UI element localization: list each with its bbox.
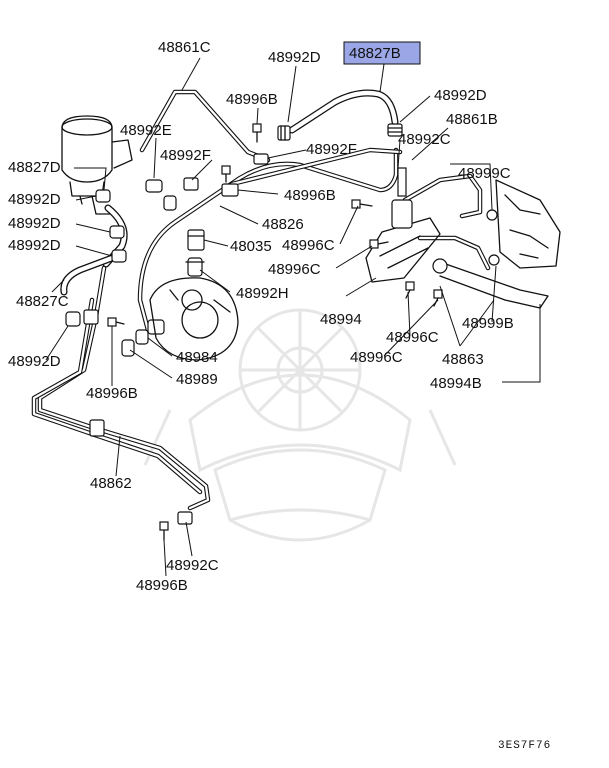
part-48989 [121, 339, 135, 357]
part-labels: 48861C 48992D 48827B 48996B 48992D 48861… [8, 39, 551, 752]
bolt-48996B-bottom [159, 521, 169, 541]
hose-48827B [288, 89, 399, 134]
clamp-48992F [183, 153, 269, 191]
leader-lines [45, 57, 541, 577]
label-48996C-b: 48996C [268, 261, 321, 278]
o-ring-48999B [488, 254, 500, 266]
label-48992D-l1: 48992D [8, 191, 61, 208]
bolt-48996C-c [405, 281, 415, 299]
pipe-48826 [137, 147, 403, 335]
highlight-48827B [343, 41, 421, 65]
bolt-48996B-low [107, 317, 125, 327]
label-48992F-b: 48992F [306, 141, 357, 158]
label-48989: 48989 [176, 371, 218, 388]
part-48035 [187, 229, 205, 251]
clamp-48992D-l2 [109, 225, 125, 239]
bolt-48996C-b [369, 239, 389, 249]
bracket-48994 [365, 167, 441, 283]
label-48996B-mid: 48996B [284, 187, 336, 204]
label-48992D-top: 48992D [268, 49, 321, 66]
pipe-48862 [31, 265, 211, 511]
figure-code: 3ES7F76 [498, 740, 551, 752]
label-48996C-a: 48996C [282, 237, 335, 254]
hose-48827C [60, 254, 116, 296]
label-48992C-bottom: 48992C [166, 557, 219, 574]
label-48827D: 48827D [8, 159, 61, 176]
label-48996B-bottom: 48996B [136, 577, 188, 594]
clamp-48992D-l1 [95, 189, 111, 203]
clamp-48992D-b [387, 123, 403, 137]
label-48992E: 48992E [120, 122, 172, 139]
label-48992C-right: 48992C [398, 131, 451, 148]
watermark-emblem [143, 308, 457, 542]
power-steering-pump [149, 257, 239, 361]
label-48999B: 48999B [462, 315, 514, 332]
clamp-48992D-l3 [111, 249, 127, 263]
label-48992F-a: 48992F [160, 147, 211, 164]
label-48999C: 48999C [458, 165, 511, 182]
o-ring-48999C [486, 209, 498, 221]
label-48861C: 48861C [158, 39, 211, 56]
label-48992D-l3: 48992D [8, 237, 61, 254]
clamp-48992D-l4 [65, 311, 81, 327]
label-48994B: 48994B [430, 375, 482, 392]
clamp-48992C-bottom [177, 511, 193, 525]
label-48827B[interactable]: 48827B [349, 45, 401, 62]
label-48994: 48994 [320, 311, 362, 328]
bolt-48996B-top [252, 123, 262, 143]
label-48992D-l4: 48992D [8, 353, 61, 370]
label-48996B-low: 48996B [86, 385, 138, 402]
label-48992D-right: 48992D [434, 87, 487, 104]
label-48861B: 48861B [446, 111, 498, 128]
label-48863: 48863 [442, 351, 484, 368]
label-48035: 48035 [230, 238, 272, 255]
label-48996C-d: 48996C [350, 349, 403, 366]
reservoir-tank [61, 115, 133, 215]
label-48826: 48826 [262, 216, 304, 233]
bolt-48996C-a [351, 199, 373, 209]
label-48996B-top: 48996B [226, 91, 278, 108]
label-48996C-c: 48996C [386, 329, 439, 346]
bolt-48996F [221, 165, 231, 183]
clamp-48992D-a [277, 125, 291, 141]
label-48862: 48862 [90, 475, 132, 492]
label-48984: 48984 [176, 349, 218, 366]
part-48984 [135, 329, 149, 345]
label-48827C: 48827C [16, 293, 69, 310]
clamp-48992E [145, 179, 177, 211]
label-48992D-l2: 48992D [8, 215, 61, 232]
label-48992H: 48992H [236, 285, 289, 302]
steering-gear-housing [432, 179, 561, 309]
